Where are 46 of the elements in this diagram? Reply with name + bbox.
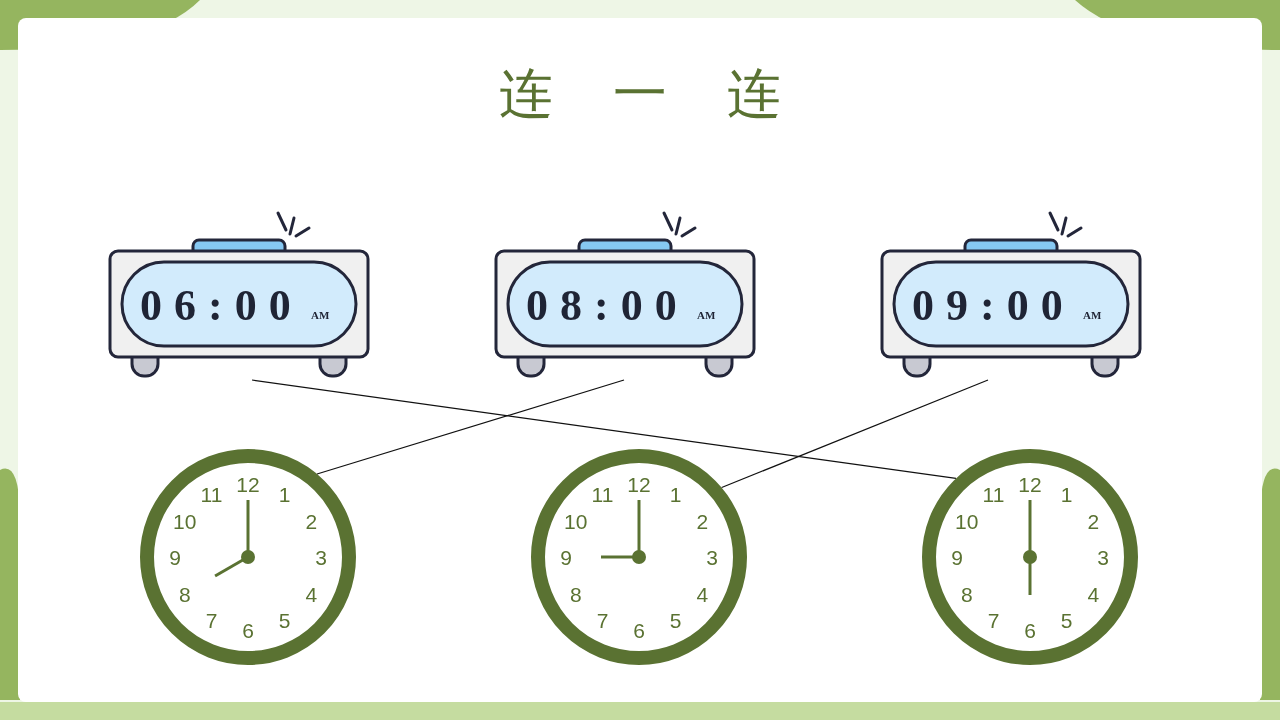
clock-number: 8	[178, 583, 191, 604]
clock-number: 10	[173, 510, 197, 531]
clock-number: 9	[951, 546, 963, 568]
clock-number: 8	[569, 583, 582, 604]
clock-number: 3	[315, 546, 327, 568]
connecting-line	[251, 379, 957, 479]
clock-number: 4	[305, 583, 318, 604]
clock-number: 7	[205, 609, 218, 631]
clock-number: 12	[1018, 473, 1042, 495]
clock-number: 8	[960, 583, 973, 604]
am-label: AM	[311, 310, 330, 321]
clock-number: 3	[706, 546, 718, 568]
clock-number: 4	[1087, 583, 1100, 604]
title: 连一连	[498, 62, 842, 127]
clock-number: 1	[278, 483, 291, 505]
clock-number: 6	[633, 619, 645, 641]
connecting-line	[316, 379, 625, 475]
clock-number: 11	[591, 483, 614, 505]
clock-number: 9	[169, 546, 181, 568]
clock-number: 6	[242, 619, 254, 641]
connecting-line	[721, 379, 989, 489]
clock-number: 1	[1060, 483, 1073, 505]
clock-number: 6	[1024, 619, 1036, 641]
clock-number: 12	[627, 473, 651, 495]
clock-number: 10	[955, 510, 979, 531]
time-text: 06:00	[140, 284, 303, 328]
clock-number: 5	[278, 609, 291, 631]
clock-number: 10	[564, 510, 588, 531]
clock-number: 5	[669, 609, 682, 631]
time-text: 08:00	[526, 284, 689, 328]
clock-number: 2	[1087, 510, 1100, 531]
clock-number: 4	[696, 583, 709, 604]
clock-number: 2	[305, 510, 318, 531]
clock-number: 1	[669, 483, 682, 505]
clock-number: 7	[596, 609, 609, 631]
clock-number: 3	[1097, 546, 1109, 568]
clock-number: 11	[982, 483, 1005, 505]
clock-number: 12	[236, 473, 260, 495]
clock-number: 7	[987, 609, 1000, 631]
am-label: AM	[697, 310, 716, 321]
clock-number: 9	[560, 546, 572, 568]
clock-number: 11	[200, 483, 223, 505]
clock-number: 5	[1060, 609, 1073, 631]
time-text: 09:00	[912, 284, 1075, 328]
clock-number: 2	[696, 510, 709, 531]
am-label: AM	[1083, 310, 1102, 321]
